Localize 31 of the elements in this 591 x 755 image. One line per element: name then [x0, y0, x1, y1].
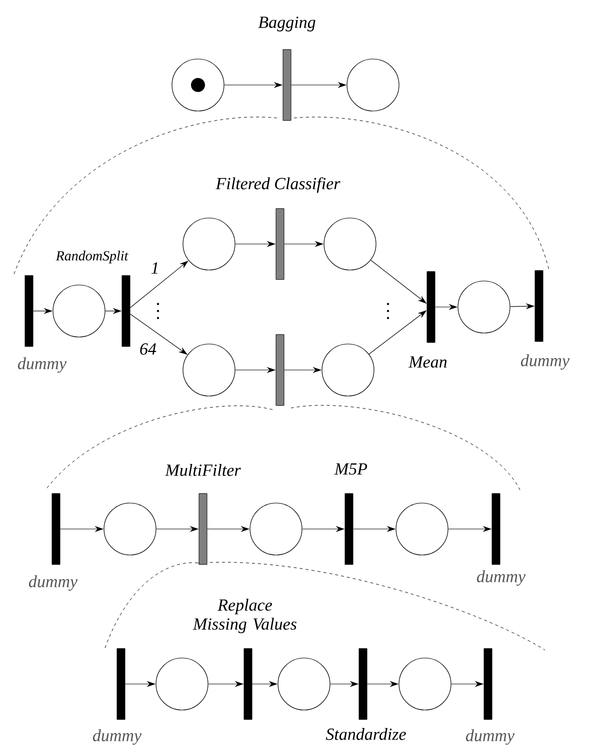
edge-label: 64 [140, 343, 156, 355]
transition-label: MultiFilter [165, 464, 241, 476]
transition-label: Filtered Classifier [216, 177, 340, 193]
place-circle [156, 658, 208, 710]
transition-label: dummy [18, 357, 67, 373]
transition-label: Replace Missing Values [192, 598, 296, 634]
transition-label: dummy [520, 354, 570, 370]
place-circle [324, 218, 376, 270]
place-circle [346, 58, 400, 112]
place-circle [458, 280, 510, 334]
place-circle [398, 658, 452, 710]
transition-label: Mean [408, 356, 447, 368]
transition-label: Standardize [326, 728, 406, 740]
transition-label: Bagging [258, 16, 316, 32]
transition-label: dummy [466, 729, 515, 745]
edge-label: 1 [151, 262, 158, 274]
place-circle [182, 218, 236, 270]
transition-label: dummy [476, 570, 526, 586]
place-circle [250, 502, 302, 556]
transition-label: dummy [92, 729, 142, 745]
place-circle [172, 58, 224, 112]
transition-label: RandomSplit [56, 250, 128, 264]
transition-label: dummy [28, 575, 78, 591]
place-circle [278, 658, 330, 710]
transition-label: M5P [334, 463, 368, 475]
place-circle [182, 344, 236, 396]
place-circle [52, 284, 106, 338]
place-circle [104, 502, 156, 556]
transition-bar [276, 334, 284, 406]
place-circle [322, 344, 374, 396]
place-circle [396, 502, 448, 556]
